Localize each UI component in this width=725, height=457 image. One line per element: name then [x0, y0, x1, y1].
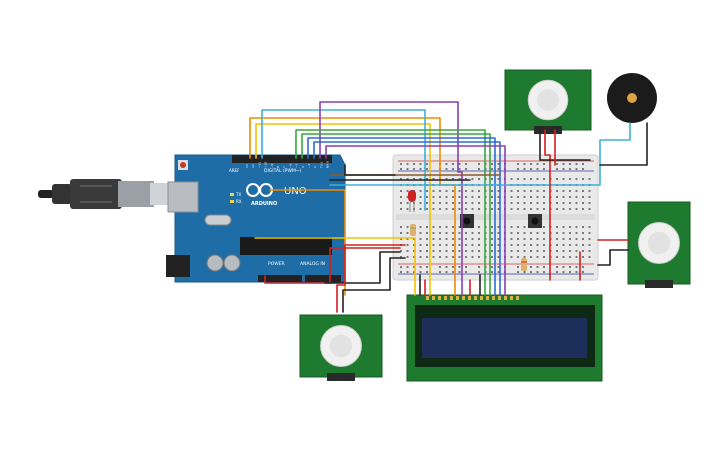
pir-sensor[interactable]	[504, 69, 592, 134]
pin-label: ~6	[288, 163, 292, 168]
power-jack	[166, 255, 190, 277]
wire[interactable]	[336, 244, 406, 313]
pin-label: 12	[251, 164, 255, 168]
wire[interactable]	[329, 122, 631, 186]
wire[interactable]	[342, 257, 406, 313]
capacitor	[223, 254, 241, 272]
pin-label: RX 0	[326, 161, 330, 168]
wire[interactable]	[539, 129, 591, 161]
wires	[249, 101, 648, 313]
lcd-16x2[interactable]	[406, 294, 603, 382]
usb-cable[interactable]	[38, 179, 178, 209]
push-button[interactable]	[460, 214, 474, 228]
usb-port	[167, 181, 199, 213]
wire[interactable]	[295, 129, 486, 296]
pin-label: ~9	[270, 163, 274, 168]
rx-led-label: RX	[236, 199, 242, 204]
push-button[interactable]	[528, 214, 542, 228]
pin-label: ~5	[295, 163, 299, 168]
wire[interactable]	[254, 237, 416, 296]
tx-led-label: TX	[235, 192, 241, 197]
lcd-screen	[422, 318, 587, 358]
pin-label: 7	[282, 166, 286, 168]
pir-sensor[interactable]	[299, 314, 383, 381]
pir-sensor[interactable]	[627, 201, 691, 288]
pin-label: ~10	[264, 162, 268, 168]
pin-label: 2	[313, 166, 317, 168]
analog-header	[305, 275, 341, 282]
lcd-pin-header	[426, 296, 519, 300]
wire[interactable]	[344, 164, 396, 176]
pin-label: 4	[301, 166, 305, 168]
pin-label: ~11	[257, 162, 261, 168]
wire[interactable]	[325, 145, 506, 296]
arduino-model: UNO	[284, 186, 307, 197]
wire[interactable]	[249, 117, 456, 296]
power-header	[258, 275, 302, 282]
red-led[interactable]	[408, 190, 416, 212]
analog-label: ANALOG IN	[300, 261, 325, 267]
pin-label: ~3	[307, 163, 311, 168]
wire[interactable]	[324, 251, 401, 284]
wire[interactable]	[319, 101, 463, 296]
aref-label: AREF	[229, 168, 240, 173]
wire[interactable]	[261, 109, 426, 211]
pin-label: 13	[245, 164, 249, 168]
power-label: POWER	[268, 261, 285, 267]
wire[interactable]	[307, 137, 496, 296]
capacitor	[206, 254, 224, 272]
wire[interactable]	[544, 129, 551, 281]
resistor[interactable]	[410, 224, 416, 236]
pin-label: 8	[276, 166, 280, 168]
wire[interactable]	[599, 122, 648, 166]
wire[interactable]	[255, 123, 431, 296]
atmega-chip	[240, 237, 332, 255]
digital-header-label: DIGITAL (PWM~)	[264, 168, 302, 174]
wire[interactable]	[301, 133, 491, 296]
arduino-brand: ARDUINO	[251, 201, 277, 207]
wire[interactable]	[597, 249, 629, 266]
wire[interactable]	[313, 141, 501, 296]
digital-header	[232, 155, 332, 163]
pin-label: TX 1	[319, 161, 323, 169]
resistor[interactable]	[521, 258, 527, 271]
piezo-buzzer[interactable]	[607, 73, 657, 123]
